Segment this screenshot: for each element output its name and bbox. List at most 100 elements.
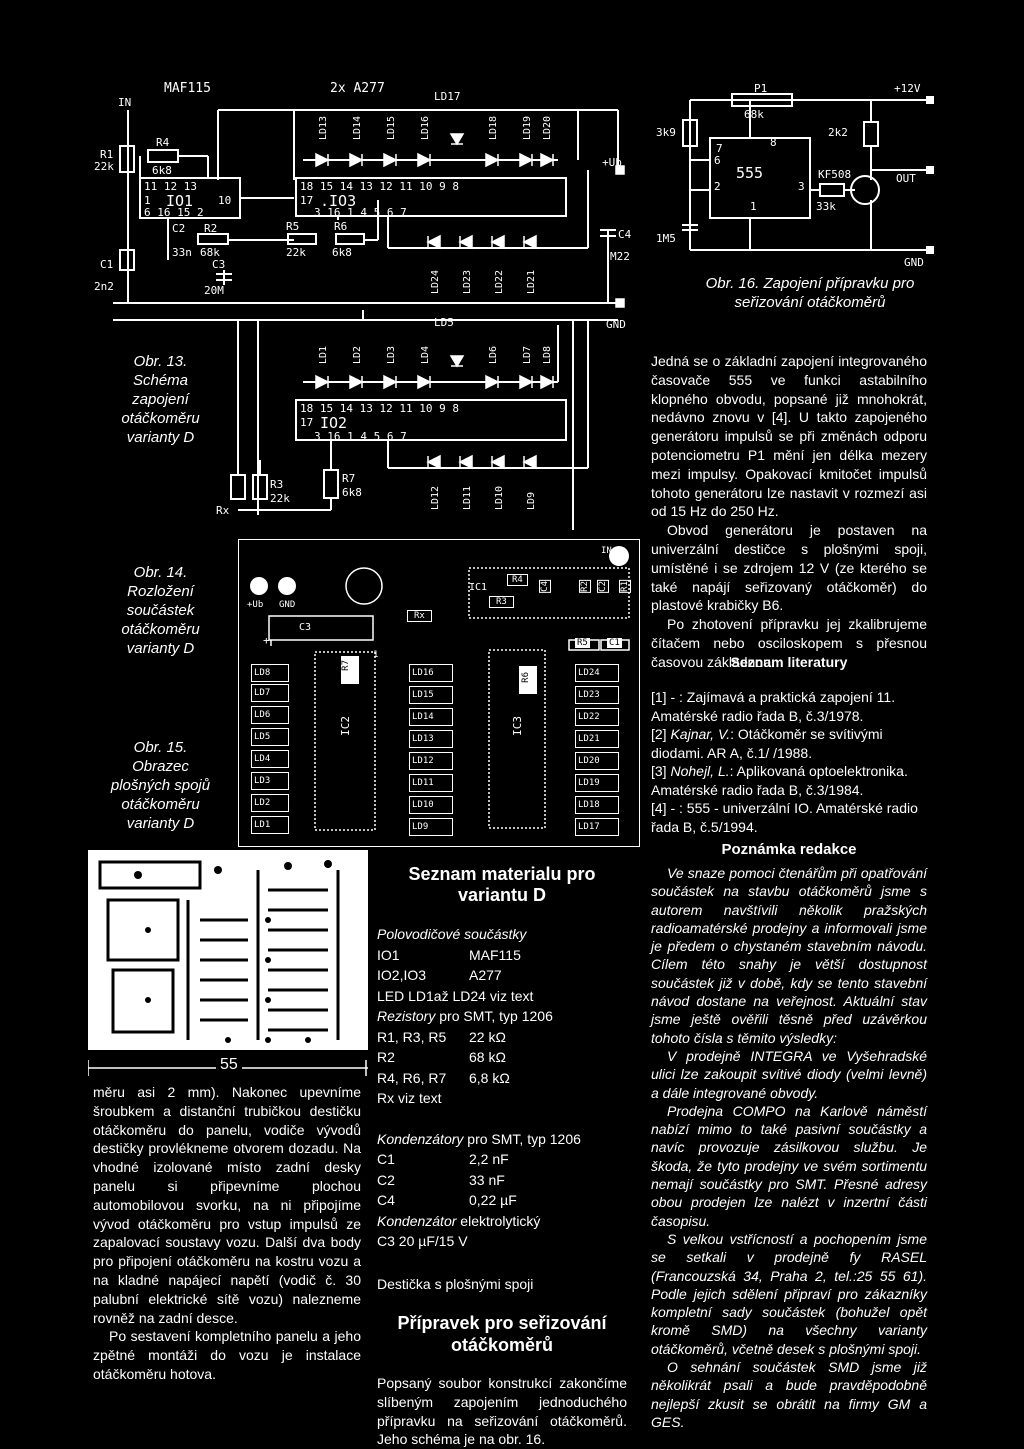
right-paragraph: Po zhotovení přípravku jej zkalibrujeme … — [651, 616, 927, 670]
literature-item: [4] - : 555 - univerzální IO. Amatérské … — [651, 799, 927, 836]
sch13-r2v: 68k — [200, 246, 220, 259]
layout-led: LD13 — [409, 730, 453, 748]
layout-rx: Rx — [407, 610, 432, 622]
layout-r4: R4 — [507, 574, 528, 586]
layout-led: LD5 — [251, 728, 289, 746]
sch13-led-low-2: LD10 — [494, 486, 505, 510]
caption-fig13-line: otáčkoměru — [121, 410, 200, 427]
sch13-c4: C4 — [618, 228, 632, 241]
layout-led: LD6 — [251, 706, 289, 724]
layout-one-a: 1 — [373, 650, 379, 660]
sch16-kf508: KF508 — [818, 168, 851, 181]
sch13-ub: +Ub — [602, 156, 622, 169]
sch13-led-low-1: LD11 — [462, 486, 473, 510]
sch13-r1v: 22k — [94, 160, 114, 173]
semis-value: A277 — [469, 967, 502, 983]
sch13-r3: R3 — [270, 478, 283, 491]
sch16-555: 555 — [736, 164, 763, 182]
caption-fig16-line1: Obr. 16. Zapojení přípravku pro — [705, 275, 915, 292]
sch16-gnd: GND — [904, 256, 924, 269]
layout-led: LD11 — [409, 774, 453, 792]
resistor-row: R4, R6, R7 6,8 kΩ — [377, 1068, 627, 1089]
caption-fig13-line: varianty D — [126, 429, 195, 446]
sch13-rx: Rx — [216, 504, 230, 517]
sch13-io1-left: 1 — [144, 194, 151, 207]
sch13-r6v: 6k8 — [332, 246, 352, 259]
semis-row: IO2,IO3 A277 — [377, 965, 627, 986]
literature-item-author: Kajnar, V. — [670, 726, 731, 742]
sch13-led-io2-3: LD4 — [420, 346, 431, 364]
sch13-led-low-3: LD9 — [526, 492, 537, 510]
layout-gnd: GND — [279, 600, 296, 610]
layout-c1: C1 — [607, 638, 622, 648]
sch13-r4: R4 — [156, 136, 170, 149]
caption-fig14-line: otáčkoměru — [121, 621, 200, 638]
fixture-title: Přípravek pro seřizování otáčkoměrů — [397, 1313, 607, 1355]
sch13-io1: IO1 — [166, 192, 193, 210]
sch16-pin7: 7 — [716, 142, 723, 155]
resistor-value: 6,8 kΩ — [469, 1069, 510, 1086]
layout-r3: R3 — [489, 596, 514, 608]
sch16-2k2: 2k2 — [828, 126, 848, 139]
sch16-pin8: 8 — [770, 136, 777, 149]
component-layout-fig14: +Ub GND C3 + R7 1 Rx IC2 IC3 R6 IC1 R4 R… — [238, 539, 640, 847]
sch13-r4v: 6k8 — [152, 164, 172, 177]
sch16-pin2: 2 — [714, 180, 721, 193]
layout-in: IN — [601, 546, 612, 556]
sch13-io3-17: 17 — [300, 194, 313, 207]
editorial-paragraph: V prodejně INTEGRA ve Vyšehradské ulici … — [651, 1047, 927, 1101]
literature-item: [3] Nohejl, L.: Aplikovaná optoelektroni… — [651, 762, 927, 799]
pcb-line: Destička s plošnými spoji — [377, 1275, 534, 1292]
literature-item-prefix: [2] — [651, 726, 671, 742]
literature-item-text: [1] - : Zajímavá a praktická zapojení 11… — [651, 689, 896, 724]
caption-fig15-line: otáčkoměru — [121, 796, 200, 813]
resistor-ref: R4, R6, R7 — [377, 1069, 447, 1086]
left-paragraph: Po sestavení kompletního panelu a jeho z… — [93, 1328, 361, 1382]
capacitor-ref: C2 — [377, 1171, 395, 1188]
materials-section: Seznam materialu pro variantu D Polovodi… — [377, 864, 627, 1449]
semis-heading: Polovodičové součástky — [377, 926, 527, 942]
sch13-c3: C3 — [212, 258, 225, 271]
capacitor-ref: C4 — [377, 1192, 395, 1208]
semis-ref: IO2,IO3 — [377, 967, 427, 983]
sch13-r3v: 22k — [270, 492, 290, 505]
layout-led-col3: LD24 LD23 LD22 LD21 LD20 LD19 LD18 LD17 — [575, 664, 619, 840]
sch16-33k: 33k — [816, 200, 836, 213]
sch13-led-mid-1: LD23 — [462, 270, 473, 294]
schematic-fig16: P1 68k +12V 3k9 2k2 555 7 8 6 2 3 1 KF50… — [656, 82, 934, 269]
sch16-p1v: 68k — [744, 108, 764, 121]
caption-fig14-line: součástek — [126, 602, 195, 619]
layout-led: LD3 — [251, 772, 289, 790]
sch13-led-top-2: LD15 — [386, 116, 397, 140]
sch13-r7: R7 — [342, 472, 355, 485]
layout-led: LD23 — [575, 686, 619, 704]
sch13-io3-top: 18 15 14 13 12 11 10 9 8 — [300, 180, 459, 193]
right-body-text: Jedná se o základní zapojení integrované… — [651, 352, 927, 672]
editorial-paragraph: S velkou vstřícností a pochopením jsme s… — [651, 1230, 927, 1357]
sch13-maf: MAF115 — [164, 81, 211, 96]
sch13-c3v: 20M — [204, 284, 224, 297]
sch16-12v: +12V — [894, 82, 921, 95]
pcb-dimension: 55 — [216, 1056, 242, 1074]
sch13-led-top-3: LD16 — [420, 116, 431, 140]
layout-c4: C4 — [539, 580, 551, 593]
sch13-led-io2-1: LD2 — [352, 346, 363, 364]
sch13-led-top-1: LD14 — [352, 116, 363, 140]
layout-led-col2: LD16 LD15 LD14 LD13 LD12 LD11 LD10 LD9 — [409, 664, 453, 840]
sch13-in: IN — [118, 96, 131, 109]
sch13-io2-top: 18 15 14 13 12 11 10 9 8 — [300, 402, 459, 415]
right-paragraph: Obvod generátoru je postaven na univerzá… — [651, 522, 927, 614]
sch13-io2-bot: 3 16 1 4 5 6 7 — [314, 430, 407, 443]
sch13-io3-bot: 3 16 1 4 5 6 7 — [314, 206, 407, 219]
layout-led: LD9 — [409, 818, 453, 836]
pcb-pattern-fig15: 55 — [87, 850, 368, 1085]
capacitor-heading-rest: pro SMT, typ 1206 — [463, 1130, 581, 1147]
led-line: LED LD1až LD24 viz text — [377, 987, 534, 1004]
resistor-value: 68 kΩ — [469, 1049, 506, 1065]
capacitor-value: 33 nF — [469, 1171, 505, 1188]
caption-fig14-line: Obr. 14. — [133, 564, 188, 581]
